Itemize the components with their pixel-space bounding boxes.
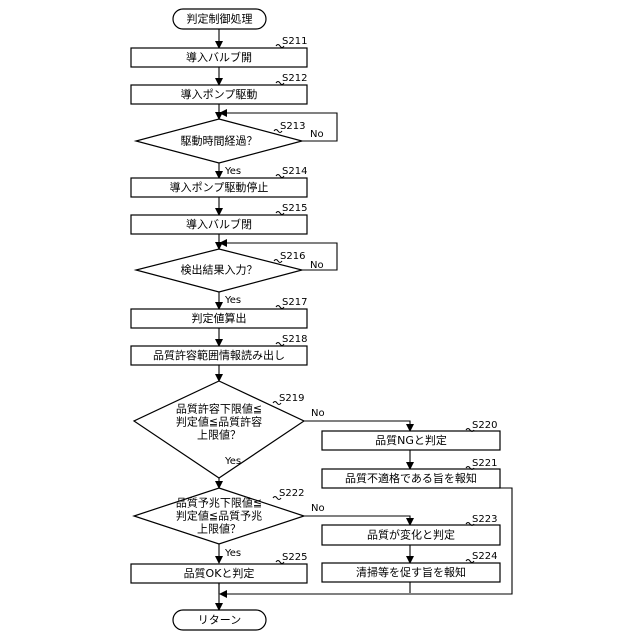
- s211-step: S211: [282, 36, 307, 47]
- s216-step: S216: [280, 251, 305, 262]
- s217-step: S217: [282, 297, 307, 308]
- s219-step: S219: [279, 393, 304, 404]
- s222-line-1: 品質予兆下限値≦: [176, 496, 262, 510]
- s215-label: 導入バルブ閉: [186, 217, 252, 231]
- s222-yes: Yes: [224, 548, 241, 559]
- s214-step: S214: [282, 166, 307, 177]
- s213-label: 駆動時間経過？: [181, 134, 258, 148]
- decision-s219: 品質許容下限値≦ 判定値≦品質許容 上限値？ S219 Yes No: [134, 381, 325, 478]
- s219-yes: Yes: [224, 456, 241, 467]
- s223-label: 品質が変化と判定: [367, 528, 455, 542]
- s213-no: No: [310, 129, 324, 140]
- s220-label: 品質NGと判定: [375, 433, 447, 447]
- s225-label: 品質OKと判定: [184, 566, 255, 580]
- s216-no: No: [310, 260, 324, 271]
- s219-line-2: 判定値≦品質許容: [176, 415, 262, 429]
- s217-label: 判定値算出: [192, 311, 247, 325]
- s224-step: S224: [472, 551, 497, 562]
- s218-label: 品質許容範囲情報読み出し: [153, 348, 285, 362]
- s213-step: S213: [280, 121, 305, 132]
- s219-line-3: 上限値？: [197, 429, 241, 442]
- s216-label: 検出結果入力？: [181, 263, 258, 277]
- s221-label: 品質不適格である旨を報知: [345, 471, 477, 485]
- s225-step: S225: [282, 552, 307, 563]
- s213-yes: Yes: [224, 166, 241, 177]
- s211-label: 導入バルブ開: [186, 50, 252, 64]
- decision-s222: 品質予兆下限値≦ 判定値≦品質予兆 上限値？ S222 Yes No: [134, 488, 325, 559]
- s218-step: S218: [282, 334, 307, 345]
- s220-step: S220: [472, 420, 497, 431]
- step-s221: 品質不適格である旨を報知 S221: [322, 458, 500, 488]
- s215-step: S215: [282, 203, 307, 214]
- s214-label: 導入ポンプ駆動停止: [170, 180, 269, 194]
- step-s220: 品質NGと判定 S220: [322, 420, 500, 450]
- start-label: 判定制御処理: [187, 12, 253, 26]
- s212-label: 導入ポンプ駆動: [181, 87, 258, 101]
- start-terminal: 判定制御処理: [173, 9, 266, 29]
- s222-line-3: 上限値？: [197, 523, 241, 536]
- s223-step: S223: [472, 514, 497, 525]
- step-s224: 清掃等を促す旨を報知 S224: [322, 551, 500, 582]
- s222-line-2: 判定値≦品質予兆: [176, 509, 262, 523]
- end-label: リターン: [198, 614, 241, 627]
- s224-label: 清掃等を促す旨を報知: [356, 565, 466, 579]
- s219-line-1: 品質許容下限値≦: [176, 402, 262, 416]
- s219-no: No: [311, 408, 325, 419]
- s212-step: S212: [282, 73, 307, 84]
- s222-no: No: [311, 503, 325, 514]
- s216-yes: Yes: [224, 295, 241, 306]
- s222-step: S222: [279, 488, 304, 499]
- end-terminal: リターン: [173, 610, 266, 630]
- step-s223: 品質が変化と判定 S223: [322, 514, 500, 545]
- s221-step: S221: [472, 458, 497, 469]
